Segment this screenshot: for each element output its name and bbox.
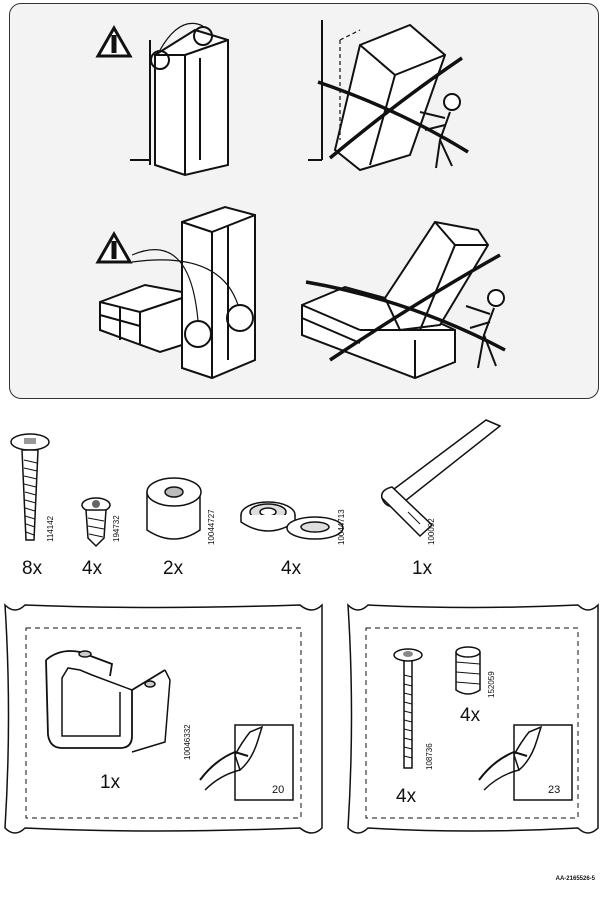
foot-10044727-illustration (146, 477, 202, 540)
part-quantity: 4x (281, 558, 302, 579)
document-number: AA-2165526-5 (555, 876, 595, 882)
allen-key-100092-illustration (380, 419, 502, 538)
part-quantity: 4x (396, 786, 417, 807)
part-code: 114142 (46, 515, 55, 542)
warning-tipping-combined-illustration (301, 220, 506, 380)
part-quantity: 1x (100, 772, 121, 793)
part-code: 10044727 (207, 509, 216, 545)
part-quantity: 2x (163, 558, 184, 579)
warning-combined-units-illustration (96, 205, 256, 380)
warning-icon (96, 26, 132, 58)
warning-tipping-cabinet-illustration (308, 20, 469, 172)
see-page-number: 20 (272, 784, 285, 796)
screw-114142-illustration (10, 433, 50, 541)
part-code: 152059 (487, 671, 496, 698)
warning-wall-cabinet-illustration (96, 22, 229, 177)
see-page-number: 23 (548, 784, 561, 796)
part-code: 10046332 (183, 724, 192, 760)
part-quantity: 8x (22, 558, 43, 579)
part-code: 108736 (425, 743, 434, 770)
cam-lock-10044713-illustration (240, 501, 344, 540)
part-code: 10044713 (337, 509, 346, 545)
warning-icon (96, 232, 132, 264)
part-code: 100092 (427, 518, 436, 545)
part-quantity: 1x (412, 558, 433, 579)
hardware-bag-right (347, 603, 599, 834)
part-quantity: 4x (82, 558, 103, 579)
screw-194732-illustration (81, 497, 111, 548)
part-code: 194732 (112, 515, 121, 542)
part-quantity: 4x (460, 705, 481, 726)
hardware-bag-left (4, 603, 323, 834)
